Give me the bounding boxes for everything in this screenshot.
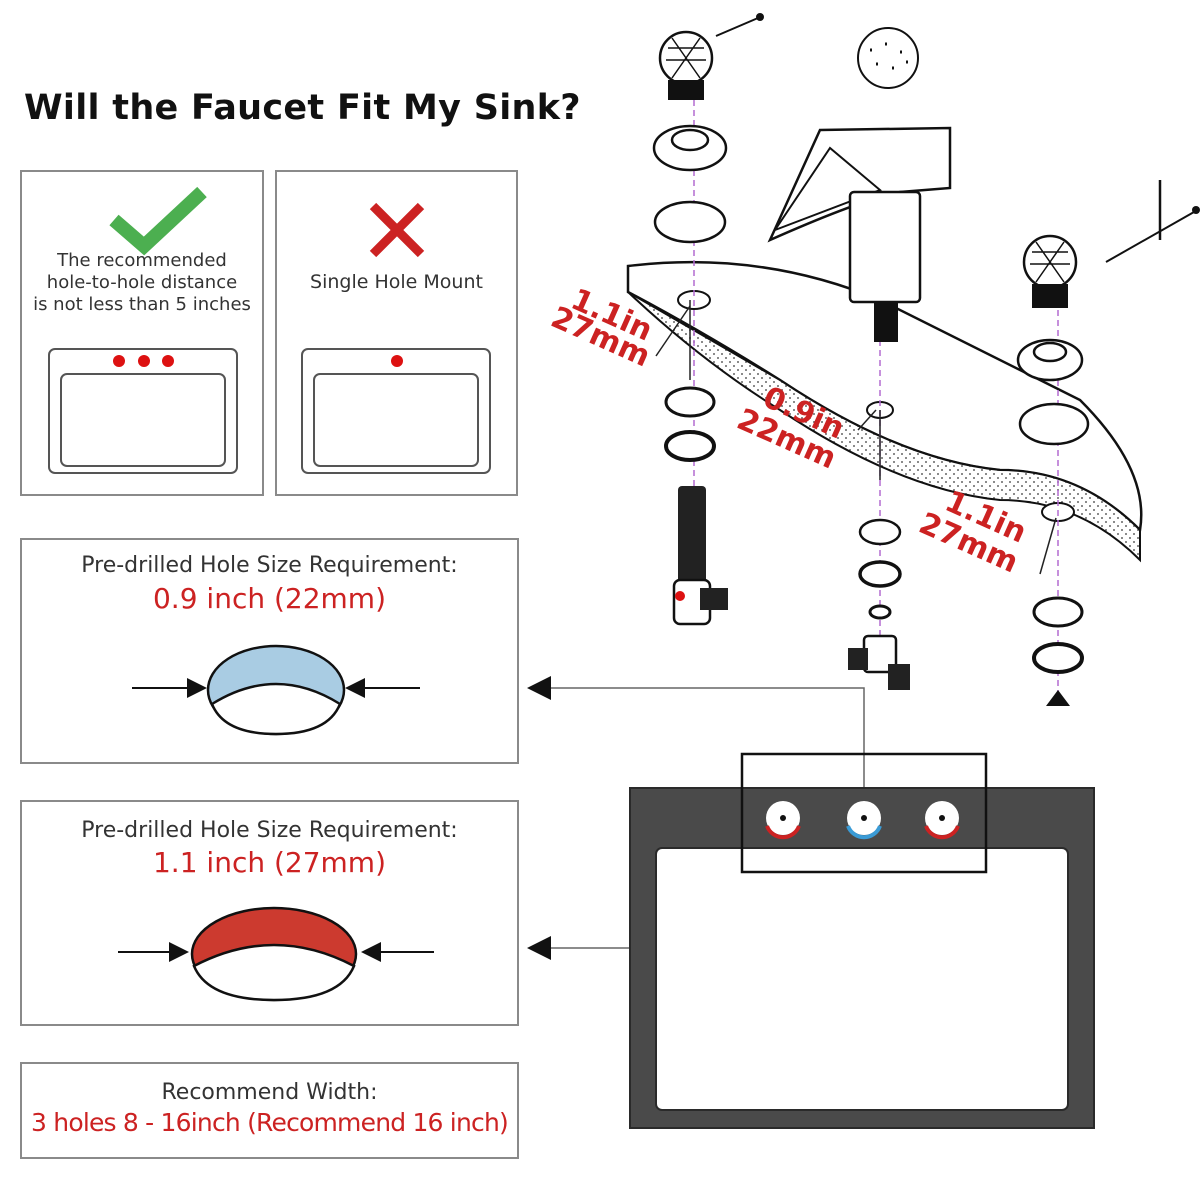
hole-size-27mm-panel: Pre-drilled Hole Size Requirement: 1.1 i… [20,800,519,1026]
hole-27mm-value: 1.1 inch (27mm) [152,846,387,879]
width-value: 3 holes 8 - 16inch (Recommend 16 inch) [31,1108,509,1137]
left-valve-icon [672,486,728,626]
hole-size-22mm-panel: Pre-drilled Hole Size Requirement: 0.9 i… [20,538,519,764]
hole-22mm-label: Pre-drilled Hole Size Requirement: [81,553,458,578]
check-icon [109,186,207,256]
right-handle-icon [1022,180,1200,308]
single-hole-text: Single Hole Mount [310,271,483,293]
width-label: Recommend Width: [161,1080,378,1105]
three-hole-sink-icon [48,348,238,474]
spout-icon [767,27,952,342]
hole-27mm-label: Pre-drilled Hole Size Requirement: [81,818,458,843]
hole-22mm-diagram [132,644,420,736]
faucet-exploded-diagram [626,13,1200,706]
page-title: Will the Faucet Fit My Sink? [24,88,581,128]
cross-icon [369,202,425,258]
recommended-panel: The recommended hole-to-hole distance is… [20,170,264,496]
recommended-text-2: hole-to-hole distance [46,272,238,293]
tee-connector-icon [848,634,910,690]
left-handle-icon [658,13,764,100]
single-hole-sink-icon [301,348,491,474]
hole-27mm-diagram [118,906,434,1002]
hole-22mm-value: 0.9 inch (22mm) [152,582,387,615]
recommended-text-3: is not less than 5 inches [33,294,251,315]
single-hole-panel: Single Hole Mount [275,170,518,496]
recommended-text-1: The recommended [57,250,227,271]
recommended-width-panel: Recommend Width: 3 holes 8 - 16inch (Rec… [20,1062,519,1159]
